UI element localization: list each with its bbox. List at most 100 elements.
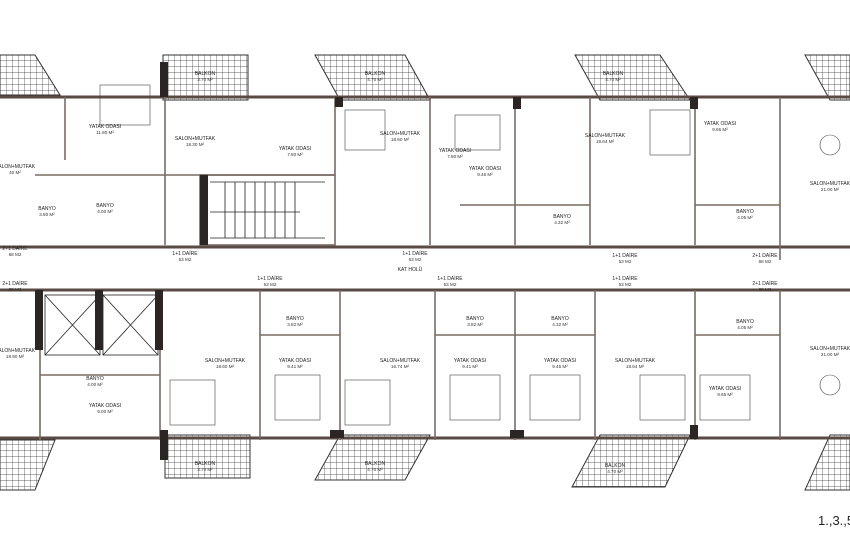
- unit-label-area: 68 M2: [759, 259, 772, 264]
- room-label-area: 18.64 M²: [626, 364, 645, 369]
- room-label-name: BALKON: [195, 71, 216, 77]
- room-label-area: 16.74 M²: [391, 364, 410, 369]
- room-label-name: SALON+MUTFAK: [0, 164, 36, 170]
- room-label-name: SALON+MUTFAK: [810, 346, 850, 352]
- balcony: [164, 434, 251, 479]
- room-label-area: 9.41 M²: [287, 364, 303, 369]
- room-label-name: SALON+MUTFAK: [380, 358, 421, 364]
- room-label-name: SALON+MUTFAK: [205, 358, 246, 364]
- unit-label-area: 68 M2: [9, 252, 22, 257]
- room-label-area: 4.05 M²: [737, 325, 753, 330]
- room-label-area: 4.32 M²: [554, 220, 570, 225]
- room-label-area: 4.70 M²: [607, 469, 623, 474]
- unit-label-area: 53 M2: [409, 257, 422, 262]
- corridor-label: KAT HOLÜ: [398, 266, 423, 273]
- room-label-area: 3.82 M²: [287, 322, 303, 327]
- walls: [0, 95, 850, 440]
- room-label-name: YATAK ODASI: [469, 166, 501, 172]
- room-label-area: 40 M²: [9, 170, 21, 175]
- furniture: [99, 84, 841, 426]
- room-label-area: 7.80 M²: [287, 152, 303, 157]
- room-label-name: YATAK ODASI: [454, 358, 486, 364]
- unit-label-area: 53 M2: [264, 282, 277, 287]
- balcony: [571, 434, 691, 488]
- room-label-name: BANYO: [551, 316, 569, 322]
- room-label-area: 18.60 M²: [391, 137, 410, 142]
- room-label-name: SALON+MUTFAK: [380, 131, 421, 137]
- room-label-area: 9.65 M²: [717, 392, 733, 397]
- structural-columns: [35, 62, 698, 460]
- room-label-name: BALKON: [605, 463, 626, 469]
- balcony: [804, 434, 850, 491]
- unit-label-name: 1+1 DAİRE: [612, 275, 638, 282]
- room-label-area: 21.00 M²: [821, 352, 840, 357]
- unit-label-name: 1+1 DAİRE: [612, 252, 638, 259]
- room-label-name: SALON+MUTFAK: [615, 358, 656, 364]
- unit-label-area: 68 M2: [9, 287, 22, 292]
- balcony: [574, 54, 691, 101]
- balconies: [0, 54, 850, 491]
- unit-label-area: 53 M2: [179, 257, 192, 262]
- unit-label-area: 53 M2: [619, 282, 632, 287]
- room-label-name: SALON+MUTFAK: [810, 181, 850, 187]
- room-label-name: YATAK ODASI: [279, 358, 311, 364]
- unit-label-name: 1+1 DAİRE: [172, 250, 198, 257]
- balcony: [0, 54, 61, 96]
- unit-label-name: 1+1 DAİRE: [257, 275, 283, 282]
- room-label-area: 4.70 M²: [367, 467, 383, 472]
- unit-label-name: 1+1 DAİRE: [437, 275, 463, 282]
- room-label-area: 9.00 M²: [97, 409, 113, 414]
- room-label-name: YATAK ODASI: [89, 124, 121, 130]
- room-label-area: 4.70 M²: [605, 77, 621, 82]
- unit-label-name: 1+1 DAİRE: [402, 250, 428, 257]
- room-label-area: 4.00 M²: [87, 382, 103, 387]
- room-label-area: 7.80 M²: [447, 154, 463, 159]
- room-label-area: 3.80 M²: [39, 212, 55, 217]
- room-label-name: YATAK ODASI: [709, 386, 741, 392]
- room-label-area: 4.00 M²: [97, 209, 113, 214]
- room-label-area: 21.00 M²: [821, 187, 840, 192]
- unit-label-area: 53 M2: [444, 282, 457, 287]
- room-label-area: 3.70 M²: [197, 467, 213, 472]
- room-label-name: BALKON: [365, 71, 386, 77]
- room-label-area: 4.32 M²: [552, 322, 568, 327]
- room-label-name: BANYO: [86, 376, 104, 382]
- floor-caption: 1.,3.,5.: [818, 513, 850, 528]
- room-label-name: YATAK ODASI: [89, 403, 121, 409]
- room-label-name: YATAK ODASI: [439, 148, 471, 154]
- room-label-area: 18.64 M²: [596, 139, 615, 144]
- unit-label-area: 68 M2: [759, 287, 772, 292]
- room-label-area: 4.05 M²: [737, 215, 753, 220]
- unit-label-area: 53 M2: [619, 259, 632, 264]
- room-label-area: 18.30 M²: [186, 142, 205, 147]
- room-label-area: 4.70 M²: [367, 77, 383, 82]
- room-label-name: SALON+MUTFAK: [0, 348, 36, 354]
- room-label-name: YATAK ODASI: [279, 146, 311, 152]
- room-label-name: YATAK ODASI: [704, 121, 736, 127]
- room-label-area: 9.65 M²: [712, 127, 728, 132]
- room-label-name: BANYO: [38, 206, 56, 212]
- room-label-area: 3.70 M²: [197, 77, 213, 82]
- balcony: [804, 54, 850, 101]
- balcony: [314, 434, 431, 481]
- room-label-area: 11.80 M²: [96, 130, 114, 135]
- room-label-area: 18.60 M²: [216, 364, 235, 369]
- room-label-name: BANYO: [466, 316, 484, 322]
- room-label-name: BANYO: [736, 209, 754, 215]
- unit-label-name: 2+1 DAİRE: [2, 280, 28, 287]
- unit-label-name: 2+1 DAİRE: [2, 245, 28, 252]
- room-label-name: BANYO: [286, 316, 304, 322]
- room-label-area: 18.90 M²: [6, 354, 25, 359]
- room-label-name: BALKON: [365, 461, 386, 467]
- room-label-name: BANYO: [736, 319, 754, 325]
- room-label-name: BANYO: [553, 214, 571, 220]
- room-label-name: SALON+MUTFAK: [585, 133, 626, 139]
- room-label-name: BANYO: [96, 203, 114, 209]
- unit-label-name: 2+1 DAİRE: [752, 252, 778, 259]
- room-label-name: BALKON: [603, 71, 624, 77]
- room-label-area: 9.45 M²: [477, 172, 493, 177]
- unit-label-name: 2+1 DAİRE: [752, 280, 778, 287]
